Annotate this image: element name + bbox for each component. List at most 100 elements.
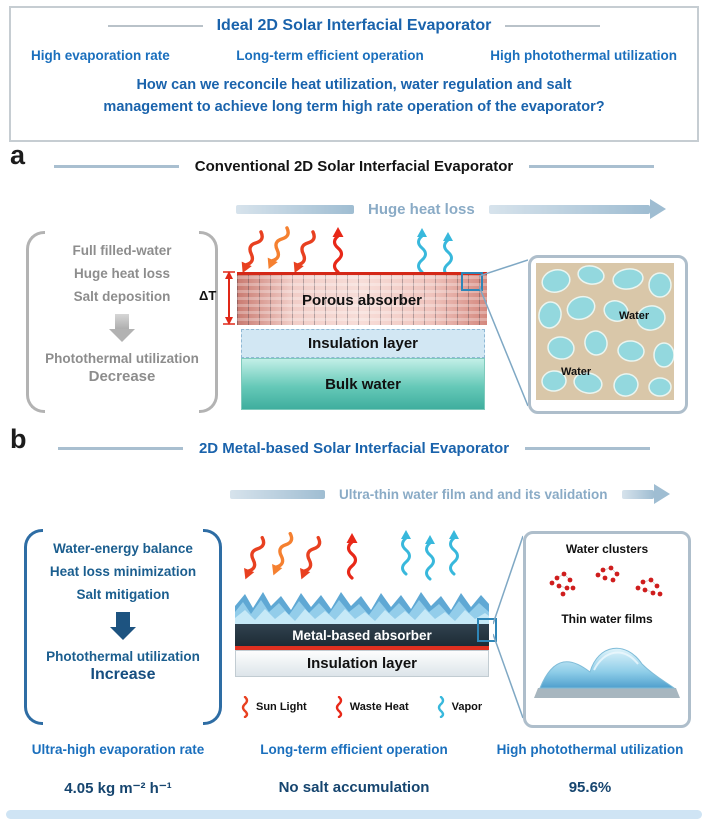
panel-b-diagram: Metal-based absorber Insulation layer Su… [225,524,500,724]
water-clusters-art [549,565,663,597]
thin-water-film-art [534,647,680,698]
panel-b-label: b [10,424,27,454]
water-film-flow-label: Ultra-thin water film and and its valida… [339,486,608,502]
feature-evaporation-rate: High evaporation rate [31,48,170,63]
panel-b-title: 2D Metal-based Solar Interfacial Evapora… [198,440,510,457]
metric-value-evaporation: 4.05 kg m⁻² h⁻¹ [64,780,172,797]
heat-loss-flow-label: Huge heat loss [368,200,475,218]
metal-absorber-layer: Metal-based absorber [235,624,489,646]
legend-vapor-label: Vapor [451,701,483,713]
panel-a-issues-box: Full filled-water Huge heat loss Salt de… [26,231,218,413]
research-question: How can we reconcile heat utilization, w… [11,75,697,119]
metric-title-evaporation: Ultra-high evaporation rate [31,742,205,757]
thin-water-films-title: Thin water films [561,612,653,626]
strategy-heat-loss: Heat loss minimization [49,564,197,579]
panel-b-divider-right [525,447,651,450]
vapor-arrow-icon [425,535,435,581]
panel-a-divider-right [529,165,655,168]
waste-heat-arrow-icon [346,533,358,580]
bulk-water-label: Bulk water [325,375,401,393]
panel-a-divider-left [53,165,179,168]
sun-light-arrow-icon [244,535,266,580]
water-pore-label: Water [619,310,650,322]
panel-b-strategies-box: Water-energy balance Heat loss minimizat… [24,529,222,725]
down-block-arrow-icon [110,612,136,640]
issue-huge-heat-loss: Huge heat loss [73,266,171,281]
water-clusters-title: Water clusters [565,542,649,556]
vapor-arrow-icon [417,228,427,274]
panel-a-label: a [10,140,26,170]
porous-structure-art [536,263,675,400]
legend-vapor: Vapor [435,696,483,718]
water-pore-label: Water [561,366,592,378]
outcome-a-line2: Decrease [88,368,156,385]
legend-sun-light: Sun Light [239,696,307,718]
metric-title-longterm: Long-term efficient operation [260,742,448,757]
outcome-b-line2: Increase [90,666,156,683]
porous-absorber-layer: Porous absorber [237,272,487,325]
issue-full-filled-water: Full filled-water [72,243,172,258]
flow-bar-right [488,204,650,214]
water-film-inset: Water clusters Thin water films [523,531,691,728]
delta-t-label: ΔT [199,288,217,303]
insulation-layer-a-label: Insulation layer [307,335,419,352]
flow-bar-left [230,489,325,499]
title-divider-right [505,25,601,27]
flow-bar-right [621,489,654,499]
zoom-callout-lines [479,259,528,407]
legend-waste-heat: Waste Heat [333,696,409,718]
issue-salt-deposition: Salt deposition [73,289,171,304]
sun-light-arrow-icon [300,535,322,580]
waste-heat-legend-icon [335,696,342,718]
metric-value-photothermal: 95.6% [568,779,612,796]
flow-bar-left [236,204,354,214]
sun-light-arrow-icon [241,230,264,274]
panel-a-diagram: ΔT Porous absorber Insulation layer Bulk… [199,224,500,416]
delta-t-arrow-icon [223,271,235,325]
ideal-title: Ideal 2D Solar Interfacial Evaporator [216,17,492,34]
footer-values-row: 4.05 kg m⁻² h⁻¹ No salt accumulation 95.… [0,779,708,797]
metric-value-longterm: No salt accumulation [278,779,430,796]
metal-absorber-label: Metal-based absorber [292,627,432,643]
sun-light-arrow-icon [272,531,294,576]
research-question-line1: How can we reconcile heat utilization, w… [136,77,572,93]
vapor-arrow-icon [449,530,459,576]
panel-a-title-row: Conventional 2D Solar Interfacial Evapor… [30,158,678,175]
vapor-legend-icon [437,696,444,718]
outcome-b-line1: Photothermal utilization [46,649,200,664]
bottom-accent-bar [6,810,702,819]
textured-surface-art [235,592,489,626]
legend-row: Sun Light Waste Heat Vapor [239,696,482,718]
footer-titles-row: Ultra-high evaporation rate Long-term ef… [0,742,708,757]
porous-absorber-label: Porous absorber [301,291,423,309]
sun-light-legend-icon [241,696,249,718]
insulation-layer-a: Insulation layer [241,329,485,358]
porous-structure-inset: Water Water [528,255,688,414]
ideal-title-row: Ideal 2D Solar Interfacial Evaporator [11,17,697,35]
legend-sun-light-label: Sun Light [256,701,307,713]
feature-long-term: Long-term efficient operation [236,48,424,63]
waste-heat-arrow-icon [332,227,344,274]
metric-title-photothermal: High photothermal utilization [496,742,684,757]
heat-loss-flow-arrow: Huge heat loss [236,199,666,219]
insulation-layer-b: Insulation layer [235,650,489,677]
bulk-water-layer: Bulk water [241,358,485,410]
title-divider-left [107,25,203,27]
vapor-arrow-icon [401,530,411,576]
heat-localization-stripe [235,646,489,650]
sun-light-arrow-icon [267,226,290,270]
research-question-line2: management to achieve long term high rat… [103,98,605,115]
water-film-flow-arrow: Ultra-thin water film and and its valida… [230,484,670,504]
flow-arrowhead-icon [650,199,666,219]
down-block-arrow-icon [109,314,135,342]
strategy-water-energy: Water-energy balance [53,541,193,556]
sun-light-arrow-icon [293,230,316,274]
vapor-arrow-icon [443,232,453,278]
insulation-layer-b-label: Insulation layer [306,655,418,672]
panel-b-divider-left [57,447,183,450]
zoom-callout-box [477,618,497,642]
outcome-a-line1: Photothermal utilization [45,351,199,366]
ideal-features-row: High evaporation rate Long-term efficien… [11,48,697,63]
panel-b-title-row: 2D Metal-based Solar Interfacial Evapora… [30,440,678,457]
